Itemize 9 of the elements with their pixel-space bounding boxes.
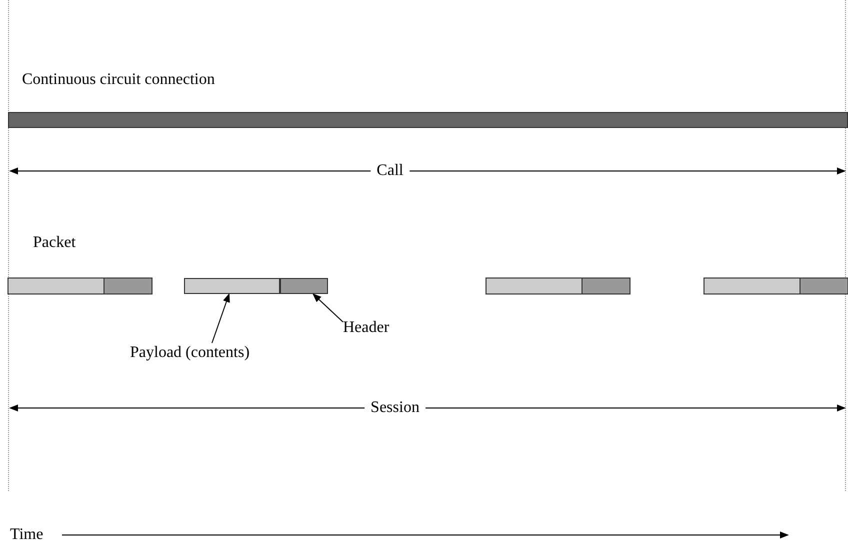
callout-label: Header: [343, 318, 390, 338]
callout-label: Payload (contents): [130, 343, 250, 363]
leader-line: [312, 293, 344, 322]
leader-line: [211, 293, 230, 344]
section-title: Packet: [33, 233, 76, 253]
packet-segment: [184, 278, 280, 294]
packet-segment: [280, 278, 328, 294]
axis-label: Time: [10, 525, 44, 544]
section-title: Continuous circuit connection: [22, 70, 215, 90]
